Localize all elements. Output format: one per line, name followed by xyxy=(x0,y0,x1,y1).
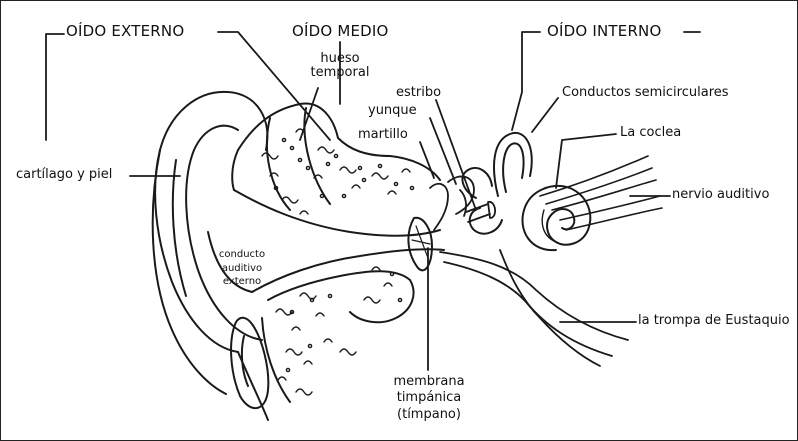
label-conductos-semicirculares: Conductos semicirculares xyxy=(562,86,729,100)
label-oido-medio: OÍDO MEDIO xyxy=(292,24,389,40)
label-cartilago-piel: cartílago y piel xyxy=(16,168,112,182)
label-oido-interno: OÍDO INTERNO xyxy=(547,24,662,40)
label-yunque: yunque xyxy=(368,104,417,118)
cochlea xyxy=(522,186,590,250)
label-membrana-timpanica: membrana timpánica (tímpano) xyxy=(384,374,474,423)
label-coclea: La coclea xyxy=(620,126,681,140)
label-membrana-line3: (tímpano) xyxy=(384,407,474,423)
label-martillo: martillo xyxy=(358,128,408,142)
temporal-bone xyxy=(232,103,440,210)
lower-bone-texture xyxy=(276,267,402,395)
label-hueso-temporal: hueso temporal xyxy=(308,52,372,79)
eustachian-tube xyxy=(440,250,628,366)
label-conducto-line2: auditivo xyxy=(216,262,268,276)
label-hueso-temporal-line2: temporal xyxy=(308,66,372,80)
label-membrana-line1: membrana xyxy=(384,374,474,390)
label-trompa-eustaquio: la trompa de Eustaquio xyxy=(638,314,790,328)
label-hueso-temporal-line1: hueso xyxy=(308,52,372,66)
label-conducto-auditivo: conducto auditivo externo xyxy=(216,248,268,289)
label-estribo: estribo xyxy=(396,86,441,100)
label-oido-externo: OÍDO EXTERNO xyxy=(66,24,184,40)
label-nervio-auditivo: nervio auditivo xyxy=(672,188,769,202)
label-membrana-line2: timpánica xyxy=(384,390,474,406)
leader-lines xyxy=(46,32,700,370)
label-conducto-line3: externo xyxy=(216,275,268,289)
label-conducto-line1: conducto xyxy=(216,248,268,262)
